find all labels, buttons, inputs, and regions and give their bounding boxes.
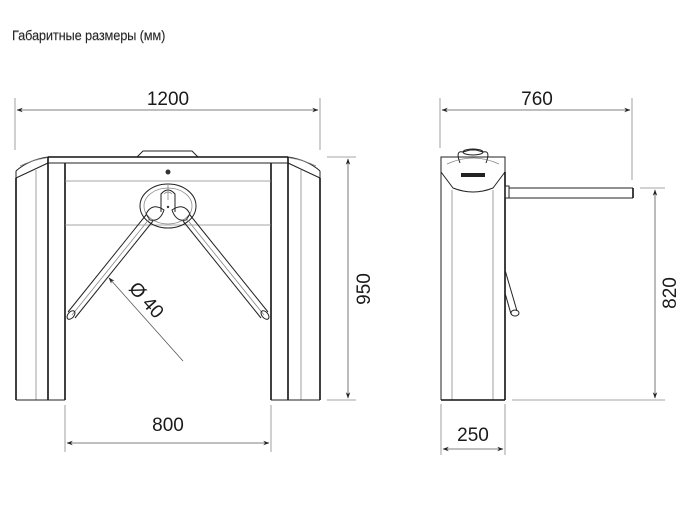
- side-view: 760 820: [439, 89, 681, 455]
- base-label: 250: [457, 425, 489, 446]
- drawing-title: Габаритные размеры (мм): [12, 27, 166, 43]
- passage-label: 800: [152, 415, 184, 436]
- horizontal-arm: [504, 185, 634, 199]
- diameter-label: Ø 40: [124, 278, 167, 323]
- tripod-rotor-hub: [139, 183, 197, 229]
- dimension-diameter-40: Ø 40: [108, 277, 184, 362]
- arm-height-label: 820: [660, 277, 681, 309]
- tripod-arm-left: [66, 214, 154, 320]
- slanted-arm: [504, 269, 520, 317]
- dimension-height-950: 950: [327, 156, 375, 401]
- dimension-arm-height-820: 820: [512, 187, 681, 401]
- height-label: 950: [354, 273, 375, 305]
- dimension-depth-760: 760: [439, 89, 633, 180]
- card-reader-slot: [461, 173, 485, 177]
- tripod-arm-right: [182, 214, 270, 320]
- depth-label: 760: [521, 89, 553, 110]
- front-view: 1200: [14, 89, 375, 452]
- width-label: 1200: [147, 89, 189, 110]
- dimension-passage-800: 800: [64, 405, 272, 452]
- indicator-light-icon: [165, 169, 171, 175]
- dimension-width-1200: 1200: [14, 89, 321, 150]
- dimension-base-250: 250: [440, 404, 506, 455]
